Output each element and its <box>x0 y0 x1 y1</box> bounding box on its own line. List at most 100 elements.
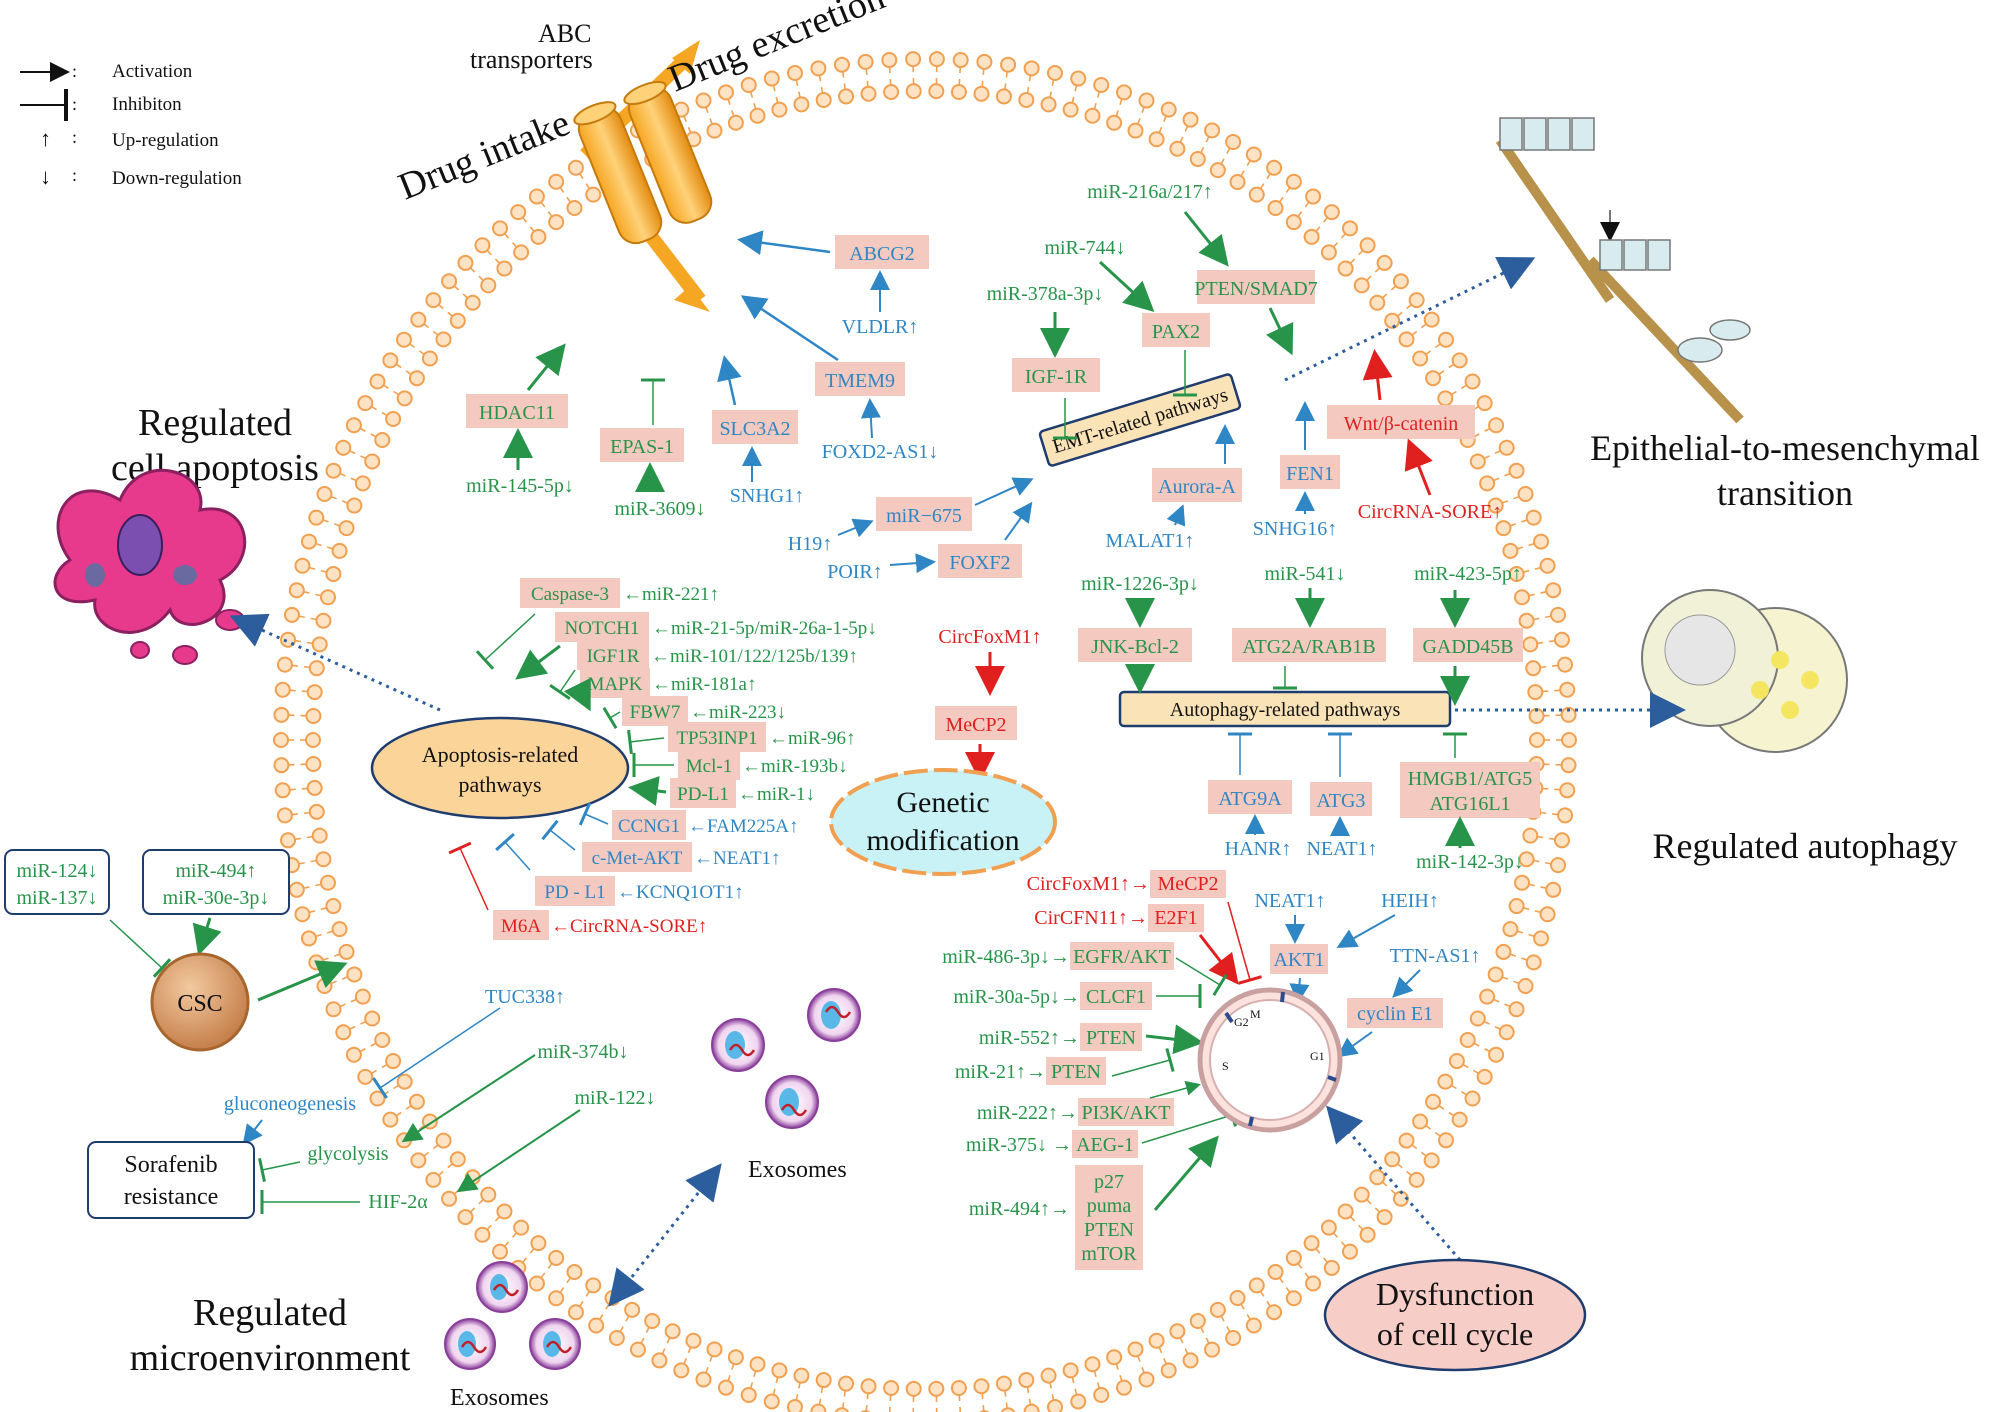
foxd2-label: FOXD2-AS1↓ <box>822 441 939 463</box>
lipid-head <box>793 1367 810 1384</box>
lipid-head <box>306 779 323 796</box>
h19-label: H19↑ <box>788 533 832 555</box>
exosome-icon <box>444 1318 496 1370</box>
mir1226-label: miR-1226-3p↓ <box>1081 573 1199 595</box>
lipid-head <box>588 1317 605 1334</box>
lipid-head <box>1148 131 1165 148</box>
lipid-head <box>1479 475 1496 492</box>
lipid-head <box>1488 1046 1505 1063</box>
lipid-head <box>385 1053 402 1070</box>
lipid-head <box>364 1010 381 1027</box>
lipid-head <box>1384 312 1401 329</box>
lipid-head <box>315 851 332 868</box>
gadd45b-label: GADD45B <box>1422 636 1513 658</box>
lipid-head <box>706 1341 723 1358</box>
lipid-head <box>311 827 328 844</box>
lipid-head <box>1553 631 1570 648</box>
lipid-head <box>369 373 386 390</box>
mir30a-label: miR-30a-5p↓→ <box>953 986 1080 1008</box>
lipid-head <box>644 1312 661 1329</box>
lipid-head <box>474 237 491 254</box>
lipid-head <box>740 76 757 93</box>
lipid-head <box>1508 898 1525 915</box>
apoptosis-output-arrow <box>229 613 441 712</box>
microenv-title-1: Regulated <box>193 1292 347 1334</box>
mir378-label: miR-378a-3p↓ <box>987 283 1104 305</box>
lipid-head <box>1518 851 1535 868</box>
lipid-head <box>408 1093 425 1110</box>
lipid-head <box>585 186 602 203</box>
genetic-modification-section: CircFoxM1↑ MeCP2 Genetic modification <box>829 626 1057 876</box>
lipid-head <box>1266 1304 1283 1321</box>
lipid-head <box>1438 331 1455 348</box>
lipid-head <box>319 874 336 891</box>
lipid-head <box>1502 542 1519 559</box>
lipid-head <box>1376 254 1393 271</box>
lipid-head <box>1438 1132 1455 1149</box>
lipid-head <box>1437 390 1454 407</box>
lipid-head <box>567 159 584 176</box>
apoptotic-cell-image <box>53 469 247 665</box>
lipid-head <box>273 757 290 774</box>
lipid-head <box>740 1387 757 1404</box>
lipid-head <box>1204 122 1221 139</box>
lipid-head <box>1341 1243 1358 1260</box>
lipid-head <box>283 606 300 623</box>
lipid-head <box>1225 134 1242 151</box>
lipid-head <box>294 557 311 574</box>
lipid-head <box>280 832 297 849</box>
lipid-head <box>1459 1031 1476 1048</box>
cyclin-label: cyclin E1 <box>1357 1003 1433 1025</box>
igf1r-label: IGF1R <box>587 646 640 667</box>
lipid-head <box>857 53 874 70</box>
mir142-label: miR-142-3p↓ <box>1416 851 1524 873</box>
lipid-head <box>1487 966 1504 983</box>
legend-inhibition: Inhibiton <box>112 94 182 115</box>
lipid-head <box>316 485 333 502</box>
exosomes-group: Exosomes Exosomes <box>444 988 861 1411</box>
autophagy-cell-image <box>1641 589 1848 753</box>
mir216-label: miR-216a/217↑ <box>1087 181 1213 203</box>
autophagy-pathway-label: Autophagy-related pathways <box>1170 699 1401 721</box>
lipid-head <box>685 1332 702 1349</box>
lipid-head <box>1189 1312 1206 1329</box>
lipid-head <box>1423 311 1440 328</box>
mapk-reg: ←miR-181a↑ <box>652 674 757 695</box>
genetic-title-1: Genetic <box>896 786 989 819</box>
lipid-head <box>1148 1332 1165 1349</box>
mapk-label: MAPK <box>588 674 643 695</box>
lipid-head <box>928 83 945 100</box>
lipid-head <box>1508 565 1525 582</box>
abc-label-1: ABC <box>538 19 591 48</box>
lipid-head <box>566 1264 583 1281</box>
lipid-head <box>1464 1090 1481 1107</box>
mir494-csc-label: miR-494↑ <box>175 860 256 882</box>
lipid-head <box>335 1024 352 1041</box>
lipid-head <box>1479 988 1496 1005</box>
egfr-label: EGFR/AKT <box>1073 946 1171 968</box>
lipid-head <box>567 1304 584 1321</box>
lipid-head <box>1550 606 1567 623</box>
mir145-label: miR-145-5p↓ <box>466 475 574 497</box>
lipid-head <box>338 943 355 960</box>
lipid-head <box>1169 1323 1186 1340</box>
exosome-icon <box>529 1318 581 1370</box>
lipid-head <box>1229 173 1246 190</box>
lipid-head <box>1062 101 1079 118</box>
lipid-head <box>382 1111 399 1128</box>
lipid-head <box>1106 1349 1123 1366</box>
lipid-head <box>624 1301 641 1318</box>
cellcycle-title-2: of cell cycle <box>1377 1316 1533 1352</box>
mcl1-label: Mcl-1 <box>686 756 732 777</box>
legend-upregulation: Up-regulation <box>112 130 219 151</box>
lipid-head <box>548 1249 565 1266</box>
exosome-exchange-arrow <box>608 1163 722 1307</box>
lipid-head <box>673 1362 690 1379</box>
csc-section: miR-124↓ miR-137↓ miR-494↑ miR-30e-3p↓ C… <box>4 849 348 1052</box>
lipid-head <box>664 1323 681 1340</box>
lipid-tail <box>959 1406 962 1412</box>
lipid-head <box>331 921 348 938</box>
lipid-head <box>1408 1171 1425 1188</box>
cellcycle-title-1: Dysfunction <box>1376 1276 1534 1312</box>
lipid-head <box>548 214 565 231</box>
